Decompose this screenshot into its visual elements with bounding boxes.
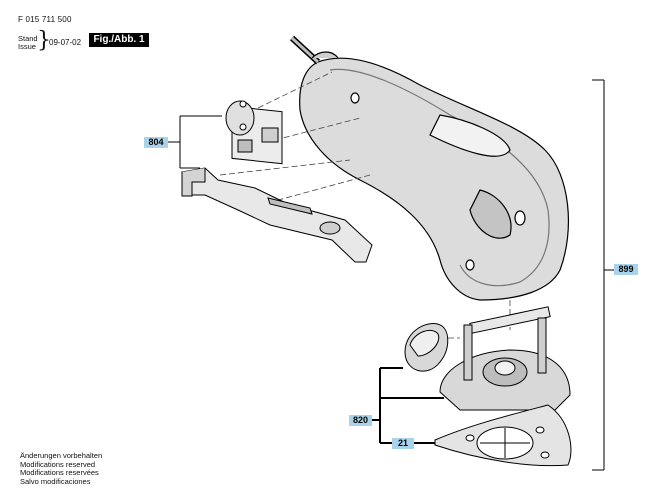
rubber-pad — [404, 323, 449, 372]
callout-820: 820 — [349, 415, 372, 426]
modifications-notice: Änderungen vorbehalten Modifications res… — [20, 451, 103, 486]
stand-issue-label: Stand Issue — [18, 35, 38, 51]
stand-label: Stand — [18, 34, 38, 43]
base-assembly — [439, 306, 571, 411]
modifications-line: Salvo modificaciones — [20, 476, 91, 486]
callout-21: 21 — [392, 438, 414, 449]
callout-899: 899 — [614, 264, 638, 275]
modifications-line: Änderungen vorbehalten — [20, 451, 103, 460]
bracket-820 — [372, 367, 444, 444]
brace-symbol: } — [37, 28, 51, 53]
switch-module — [225, 100, 283, 165]
switch-rocker — [181, 167, 373, 263]
figure-label: Fig./Abb. 1 — [89, 33, 149, 47]
callout-804: 804 — [144, 137, 168, 148]
bracket-899 — [592, 79, 614, 471]
modifications-line: Modifications reserved — [20, 459, 96, 469]
modifications-line: Modifications reservées — [20, 468, 99, 478]
housing-part — [289, 35, 569, 301]
issue-date: 09-07-02 — [49, 38, 82, 47]
bracket-804 — [168, 115, 222, 169]
issue-label: Issue — [18, 42, 36, 51]
sanding-plate — [434, 404, 572, 467]
part-number: F 015 711 500 — [18, 15, 72, 24]
